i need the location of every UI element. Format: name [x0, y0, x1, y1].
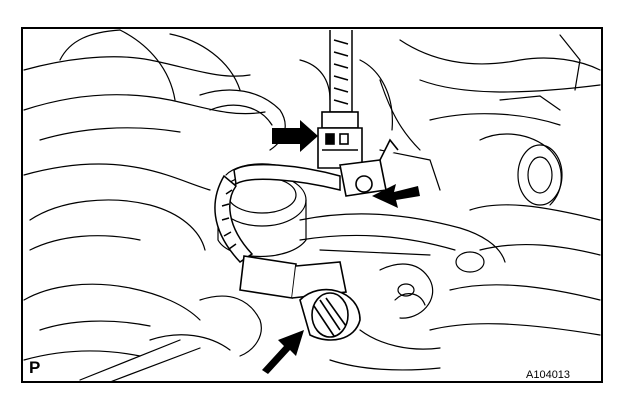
callout-arrow-clamp	[372, 184, 420, 208]
upper-harness-wire	[329, 30, 353, 113]
harness-clamp	[339, 138, 399, 197]
callout-arrow-connector-bottom	[262, 330, 304, 374]
figure-reference-code: A104013	[526, 369, 571, 381]
figure-corner-label: P	[29, 358, 41, 377]
upper-connector	[317, 111, 363, 169]
callout-arrow-connector-top	[272, 120, 318, 152]
lower-connector	[239, 255, 361, 341]
main-harness-tube	[214, 163, 341, 263]
